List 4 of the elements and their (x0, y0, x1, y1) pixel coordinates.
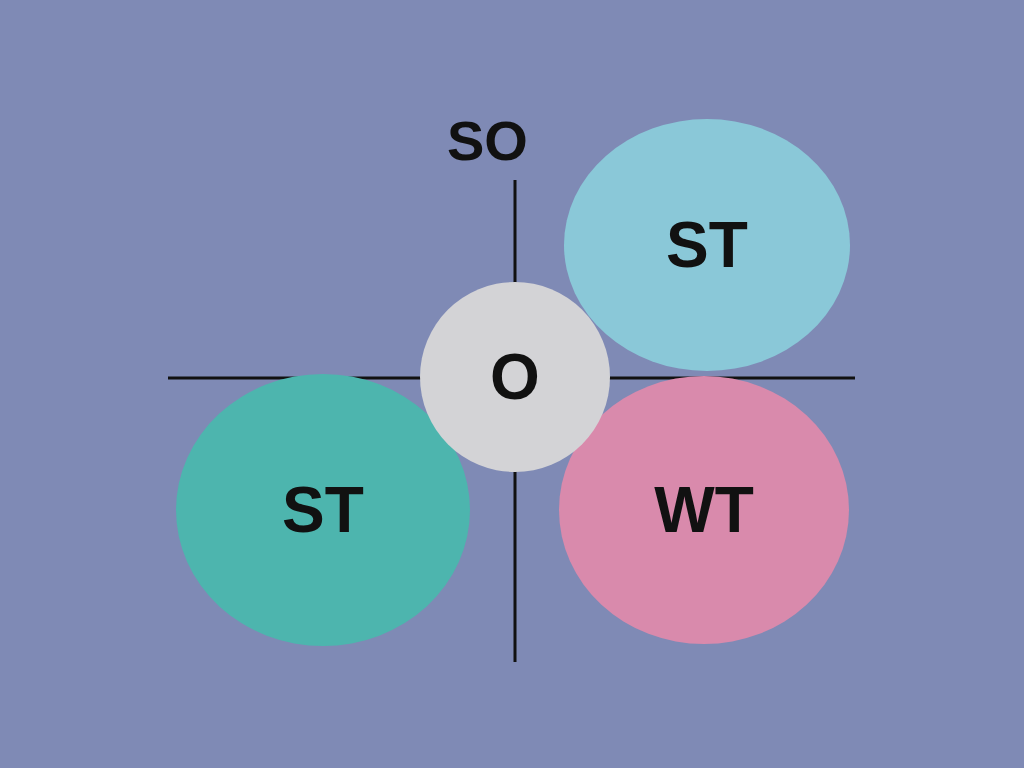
axis-label: SO (447, 108, 528, 173)
quadrant-circle: ST (564, 119, 850, 371)
quadrant-circle: WT (559, 376, 849, 644)
quadrant-circle: ST (176, 374, 470, 646)
